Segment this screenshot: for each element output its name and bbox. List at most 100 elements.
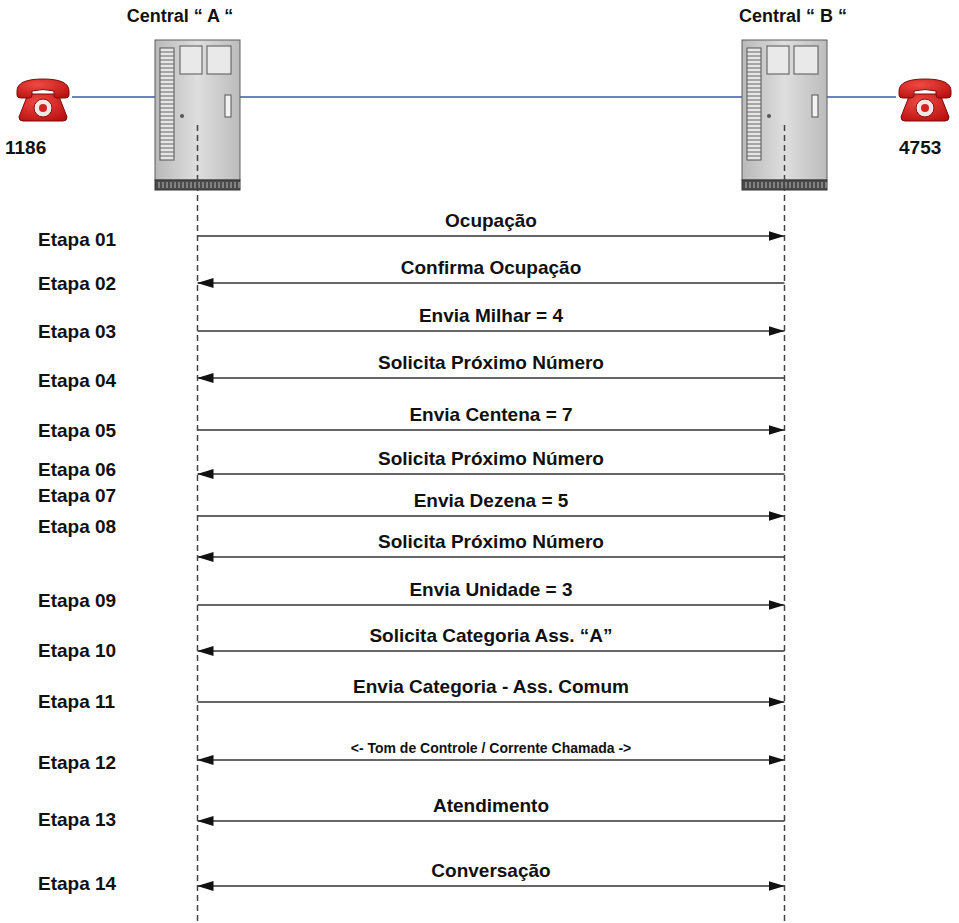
cabinet-panel <box>180 46 202 74</box>
signal-arrow <box>198 282 785 284</box>
cabinet-vent <box>798 182 799 188</box>
cabinet-vent <box>782 182 783 188</box>
cabinet-body <box>742 40 827 180</box>
phone-dial-center <box>39 104 47 112</box>
cabinet-rib <box>160 88 174 89</box>
cabinet-strip <box>747 48 761 160</box>
phone-dial <box>916 99 934 117</box>
cabinet-rib <box>160 144 174 145</box>
cabinet-strip <box>160 48 174 160</box>
message-label: Conversação <box>431 861 550 882</box>
cabinet-rib <box>747 100 761 101</box>
exchange-name: Central “ B “ <box>739 7 847 27</box>
exchange-cabinet: Central “ A “ <box>155 40 240 190</box>
step-label: Etapa 04 <box>38 371 116 392</box>
cabinet-vent <box>195 182 196 188</box>
cabinet-rib <box>747 76 761 77</box>
cabinet-rib <box>747 156 761 157</box>
line-connection <box>72 96 155 98</box>
cabinet-rib <box>747 120 761 121</box>
phone-icon <box>896 76 954 122</box>
signal-arrow <box>198 701 785 703</box>
cabinet-icon <box>742 40 827 190</box>
cabinet-rib <box>160 84 174 85</box>
signal-arrow <box>198 429 785 431</box>
cabinet-rib <box>747 116 761 117</box>
cabinet-rib <box>747 80 761 81</box>
exchange-name: Central “ A “ <box>127 7 234 27</box>
cabinet-rib <box>160 112 174 113</box>
cabinet-vent <box>774 182 775 188</box>
cabinet-rib <box>160 104 174 105</box>
cabinet-rib <box>747 112 761 113</box>
cabinet-rib <box>160 96 174 97</box>
cabinet-vent <box>802 182 803 188</box>
cabinet-vent <box>826 182 827 188</box>
step-label: Etapa 14 <box>38 874 116 895</box>
cabinet-base <box>155 180 240 190</box>
signal-arrow <box>198 556 785 558</box>
cabinet-rib <box>160 72 174 73</box>
signal-arrow <box>198 330 785 332</box>
message-label: Ocupação <box>445 211 537 232</box>
cabinet-handle <box>225 95 231 117</box>
cabinet-rib <box>747 144 761 145</box>
step-label: Etapa 05 <box>38 421 116 442</box>
step-label: Etapa 10 <box>38 641 116 662</box>
cabinet-vent <box>762 182 763 188</box>
cabinet-vent <box>227 182 228 188</box>
message-label: Solicita Próximo Número <box>378 532 604 553</box>
cabinet-rib <box>160 140 174 141</box>
cabinet-vent <box>215 182 216 188</box>
message-label: Confirma Ocupação <box>401 258 582 279</box>
cabinet-rib <box>747 132 761 133</box>
cabinet-rib <box>747 72 761 73</box>
cabinet-lock <box>767 114 771 118</box>
cabinet-rib <box>160 92 174 93</box>
cabinet-vent <box>171 182 172 188</box>
step-label: Etapa 12 <box>38 753 116 774</box>
cabinet-vent <box>211 182 212 188</box>
cabinet-rib <box>160 136 174 137</box>
cabinet-vent <box>191 182 192 188</box>
cabinet-vent <box>199 182 200 188</box>
cabinet-rib <box>747 104 761 105</box>
cabinet-rib <box>160 132 174 133</box>
cabinet-handle <box>812 95 818 117</box>
cabinet-vent <box>179 182 180 188</box>
cabinet-rib <box>747 124 761 125</box>
signal-arrow <box>198 515 785 517</box>
signal-arrow <box>198 885 785 887</box>
message-label: Envia Categoria - Ass. Comum <box>353 677 629 698</box>
cabinet-base <box>742 180 827 190</box>
cabinet-vent <box>754 182 755 188</box>
cabinet-lock <box>180 114 184 118</box>
cabinet-vent <box>175 182 176 188</box>
cabinet-panel <box>794 46 818 74</box>
cabinet-rib <box>160 156 174 157</box>
cabinet-vent <box>219 182 220 188</box>
message-label: Solicita Próximo Número <box>378 449 604 470</box>
cabinet-rib <box>160 116 174 117</box>
cabinet-rib <box>747 140 761 141</box>
lifeline <box>784 125 786 923</box>
cabinet-body <box>155 40 240 180</box>
cabinet-rib <box>160 100 174 101</box>
cabinet-rib <box>747 128 761 129</box>
cabinet-panel <box>207 46 231 74</box>
cabinet-rib <box>747 136 761 137</box>
cabinet-rib <box>160 124 174 125</box>
cabinet-rib <box>747 92 761 93</box>
cabinet-vent <box>167 182 168 188</box>
cabinet-vent <box>766 182 767 188</box>
message-label: Solicita Categoria Ass. “A” <box>369 626 612 647</box>
cabinet-rib <box>747 148 761 149</box>
phone-number: 1186 <box>5 138 46 159</box>
telephone: 4753 <box>896 76 954 122</box>
phone-dial <box>34 99 52 117</box>
cabinet-rib <box>160 52 174 53</box>
cabinet-vent <box>750 182 751 188</box>
message-label: Envia Dezena = 5 <box>414 491 569 512</box>
